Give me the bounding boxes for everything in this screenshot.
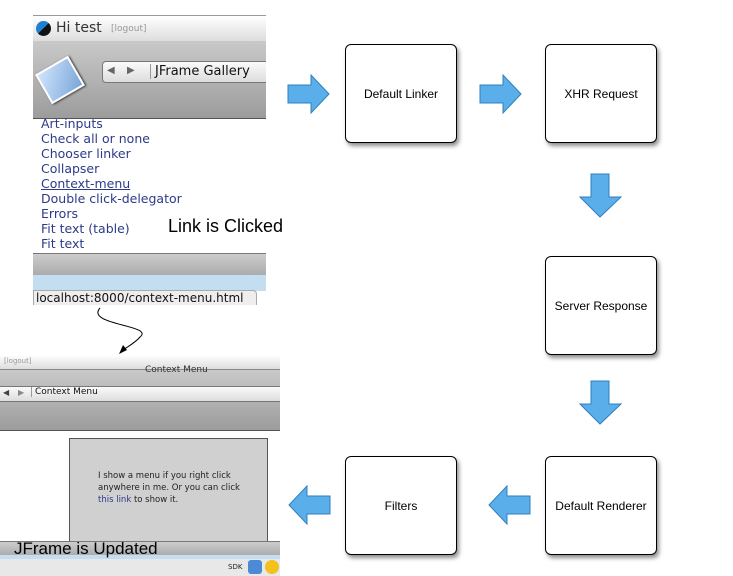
greeting: Hi test	[56, 20, 102, 36]
logout-link[interactable]: [logout]	[111, 24, 147, 34]
gallery-link-active[interactable]: Context-menu	[41, 176, 131, 191]
title-bar: [logout]	[0, 355, 280, 370]
dock-bar: SDK	[0, 559, 280, 576]
app-logo-icon	[36, 21, 51, 36]
nav-bar: ◀ ▶ JFrame Gallery	[102, 61, 266, 83]
forward-button[interactable]: ▶	[127, 65, 135, 76]
arrow-left-icon	[488, 484, 531, 526]
arrow-right-icon	[479, 73, 522, 115]
content-text: I show a menu if you right click anywher…	[98, 471, 240, 505]
step-xhr-request: XHR Request	[545, 44, 657, 143]
show-menu-link[interactable]: this link	[98, 495, 132, 505]
nav-title: Context Menu	[31, 387, 98, 397]
browser-icon[interactable]	[248, 560, 262, 574]
title-bar: Hi test [logout]	[33, 15, 266, 42]
back-button[interactable]: ◀	[3, 388, 10, 397]
gallery-link[interactable]: Collapser	[41, 161, 100, 176]
step-default-renderer: Default Renderer	[545, 456, 657, 555]
bottom-bar	[33, 253, 266, 276]
toolbar: ◀ ▶ JFrame Gallery	[33, 41, 266, 119]
caption-link-clicked: Link is Clicked	[168, 216, 284, 236]
gallery-link[interactable]: Fit text	[41, 236, 85, 251]
arrow-down-icon	[579, 173, 623, 218]
gallery-link-list: Art-inputs Check all or none Chooser lin…	[41, 116, 182, 251]
gallery-link[interactable]: Check all or none	[41, 131, 150, 146]
curved-connector-arrow	[97, 307, 143, 354]
arrow-right-icon	[287, 73, 330, 115]
window-title: Context Menu	[145, 365, 208, 375]
bottom-bar	[0, 541, 280, 556]
step-default-linker: Default Linker	[345, 44, 457, 143]
gallery-link[interactable]: Fit text (table)	[41, 221, 130, 236]
desktop-strip	[33, 275, 266, 291]
desktop-strip	[0, 555, 280, 559]
step-server-response: Server Response	[545, 256, 657, 355]
toolbar: Context Menu ◀ ▶ Context Menu	[0, 365, 280, 431]
nav-title: JFrame Gallery	[150, 64, 250, 79]
app-icon	[35, 55, 85, 105]
forward-button[interactable]: ▶	[18, 388, 25, 397]
app-icon[interactable]	[265, 560, 279, 574]
gallery-link[interactable]: Double click-delegator	[41, 191, 182, 206]
arrow-left-icon	[288, 484, 331, 526]
jframe-gallery-screenshot: Hi test [logout] ◀ ▶ JFrame Gallery Art-…	[33, 15, 266, 305]
caption-jframe-updated: JFrame is Updated	[14, 539, 158, 558]
dock-sdk-label: SDK	[228, 563, 243, 571]
gallery-link[interactable]: Art-inputs	[41, 116, 103, 131]
context-menu-screenshot: [logout] Context Menu ◀ ▶ Context Menu I…	[0, 355, 280, 576]
back-button[interactable]: ◀	[107, 65, 115, 76]
gallery-link[interactable]: Chooser linker	[41, 146, 131, 161]
logout-link[interactable]: [logout]	[4, 357, 32, 365]
status-url: localhost:8000/context-menu.html	[33, 290, 257, 305]
step-filters: Filters	[345, 456, 457, 555]
nav-bar: ◀ ▶ Context Menu	[0, 386, 280, 402]
arrow-down-icon	[579, 380, 623, 425]
gallery-link[interactable]: Errors	[41, 206, 78, 221]
